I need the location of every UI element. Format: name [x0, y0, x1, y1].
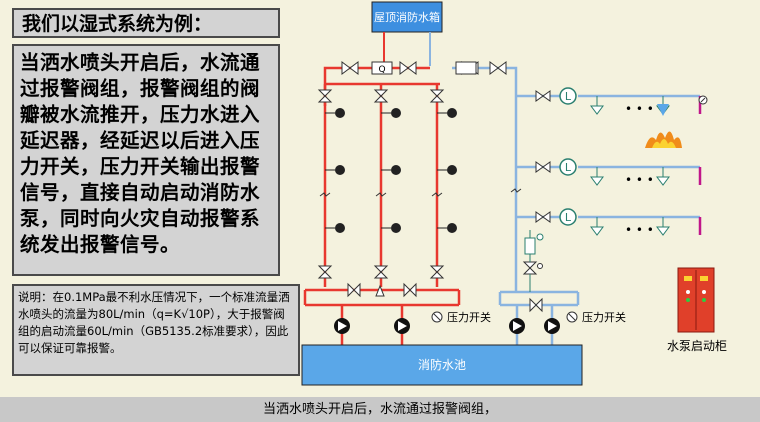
flow-indicators	[559, 87, 577, 226]
pressure-gauge-icon	[698, 95, 708, 105]
fire-pool-label: 消防水池	[418, 357, 466, 372]
note-panel: 说明：在0.1MPa最不利水压情况下，一个标准流量洒水喷头的流量为80L/min…	[12, 284, 300, 376]
pump-control-cabinet	[677, 267, 715, 333]
blue-top-valves	[455, 61, 507, 75]
pressure-switch-right-label: 压力开关	[582, 310, 626, 324]
red-pumps	[334, 318, 410, 334]
panel-title: 我们以湿式系统为例：	[12, 8, 280, 38]
pressure-switch-left	[431, 311, 443, 323]
fire-icon	[645, 104, 682, 148]
red-meter-mark: Q	[378, 65, 385, 75]
subtitle-bar: 当洒水喷头开启后，水流通过报警阀组，	[0, 397, 760, 422]
red-header-valves	[347, 282, 417, 298]
flow-indicator-3-label: L	[565, 211, 572, 224]
dots-2: • • •	[625, 173, 654, 187]
dots-1: • • •	[625, 102, 654, 116]
flow-indicator-2-label: L	[565, 161, 572, 174]
blue-branch-valves	[535, 90, 551, 223]
roof-tank-label: 屋顶消防水箱	[374, 10, 440, 24]
roof-tank	[371, 1, 443, 33]
fire-pool	[301, 344, 583, 386]
pressure-switch-right	[566, 311, 578, 323]
blue-pumps	[509, 318, 560, 334]
alarm-valve-assembly	[522, 230, 544, 292]
pump-cabinet-label: 水泵启动柜	[666, 339, 727, 353]
red-top-valves: Q	[341, 61, 417, 75]
dots-3: • • •	[625, 223, 654, 237]
blue-sprinkler-heads	[590, 96, 670, 236]
red-branch-valves	[317, 89, 445, 279]
left-red-system	[303, 66, 461, 345]
blue-header-valves	[529, 297, 543, 313]
description-panel: 当洒水喷头开启后，水流通过报警阀组，报警阀组的阀瓣被水流推开，压力水进入延迟器，…	[12, 44, 280, 276]
flow-indicator-1-label: L	[565, 90, 572, 103]
pressure-switch-left-label: 压力开关	[447, 310, 491, 324]
red-sprinkler-heads	[335, 108, 457, 233]
